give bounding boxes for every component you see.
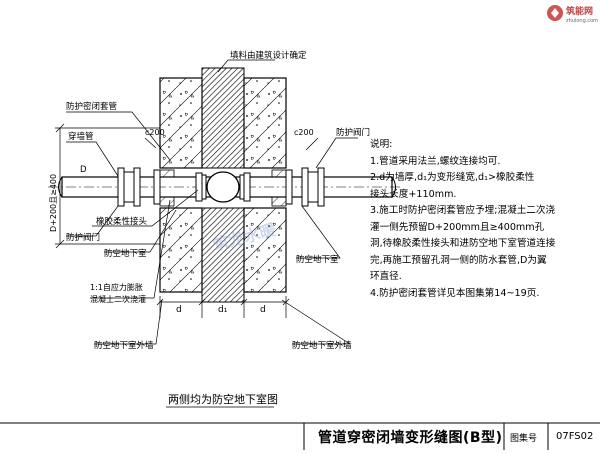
note-line: 1.管道采用法兰,螺纹连接均可. <box>370 155 501 167</box>
label-valve-left: 防护阀门 <box>66 232 100 243</box>
label-D: D <box>80 165 87 175</box>
figure-caption: 两侧均为防空地下室图 <box>168 393 278 406</box>
label-wall-pipe: 穿墙管 <box>68 131 94 142</box>
note-line: 2.d为墙厚,d₁为变形缝宽,d₁>橡胶柔性 <box>370 172 535 183</box>
label-protective-sleeve: 防护密闭套管 <box>66 101 117 112</box>
leader-lines <box>66 59 358 345</box>
note-line: 3.施工时防护密闭套管应予埋;混凝土二次浇 <box>370 205 556 216</box>
label-dim-d1: d₁ <box>218 305 228 315</box>
label-rubber-joint: 橡胶柔性接头 <box>96 216 148 227</box>
label-valve-right: 防护阀门 <box>336 127 370 138</box>
label-c200-right: c200 <box>294 128 314 137</box>
label-dim-d-right: d <box>260 305 266 315</box>
logo-site: zhulong.com <box>566 18 599 24</box>
vertical-dimension <box>55 123 160 249</box>
label-dim-d-left: d <box>176 305 182 315</box>
valves <box>117 167 325 207</box>
logo-name: 筑能网 <box>566 7 594 17</box>
note-line: 环直径. <box>370 271 402 282</box>
drawing-title: 管道穿密闭墙变形缝图(B型) <box>318 430 503 446</box>
label-dim-vertical: D+200且≥400 <box>49 174 58 232</box>
atlas-code: 07FS02 <box>556 431 594 442</box>
label-fill-material: 填料由建筑设计确定 <box>230 50 307 61</box>
rubber-joint <box>201 171 245 203</box>
label-basement-right: 防空地下室 <box>296 254 339 265</box>
notes-heading: 说明: <box>370 139 393 150</box>
left-wall <box>159 77 203 293</box>
logo-icon <box>547 5 563 21</box>
title-block-frame <box>303 423 549 450</box>
atlas-label: 图集号 <box>510 434 538 444</box>
note-line: 4.防护密闭套管详见本图集第14~19页. <box>370 287 540 299</box>
label-outer-wall-right: 防空地下室外墙 <box>292 340 352 351</box>
label-outer-wall-left: 防空地下室外墙 <box>94 340 154 351</box>
note-line: 完,再施工预留孔洞一侧的防水套管,D为翼 <box>370 254 547 266</box>
label-basement-left: 防空地下室 <box>104 248 147 259</box>
notes: 说明: 1.管道采用法兰,螺纹连接均可. 2.d为墙厚,d₁为变形缝宽,d₁>橡… <box>370 137 592 302</box>
joint-fill <box>201 67 245 303</box>
label-expansion-concrete: 1:1自应力膨胀 <box>90 282 143 292</box>
label-expansion-concrete-2: 混凝土二次浇灌 <box>90 294 146 304</box>
title-block: 管道穿密闭墙变形缝图(B型) 图集号 07FS02 <box>304 423 600 450</box>
site-logo: 筑能网 zhulong.com <box>546 2 600 34</box>
note-line: 灌一侧先预留D+200mm且≥400mm孔 <box>370 221 545 233</box>
note-line: 接头长度+110mm. <box>370 188 457 200</box>
label-c200-left: c200 <box>145 128 165 137</box>
note-line: 洞,待橡胶柔性接头和进防空地下室管道连接 <box>370 238 556 249</box>
right-wall <box>243 77 287 293</box>
